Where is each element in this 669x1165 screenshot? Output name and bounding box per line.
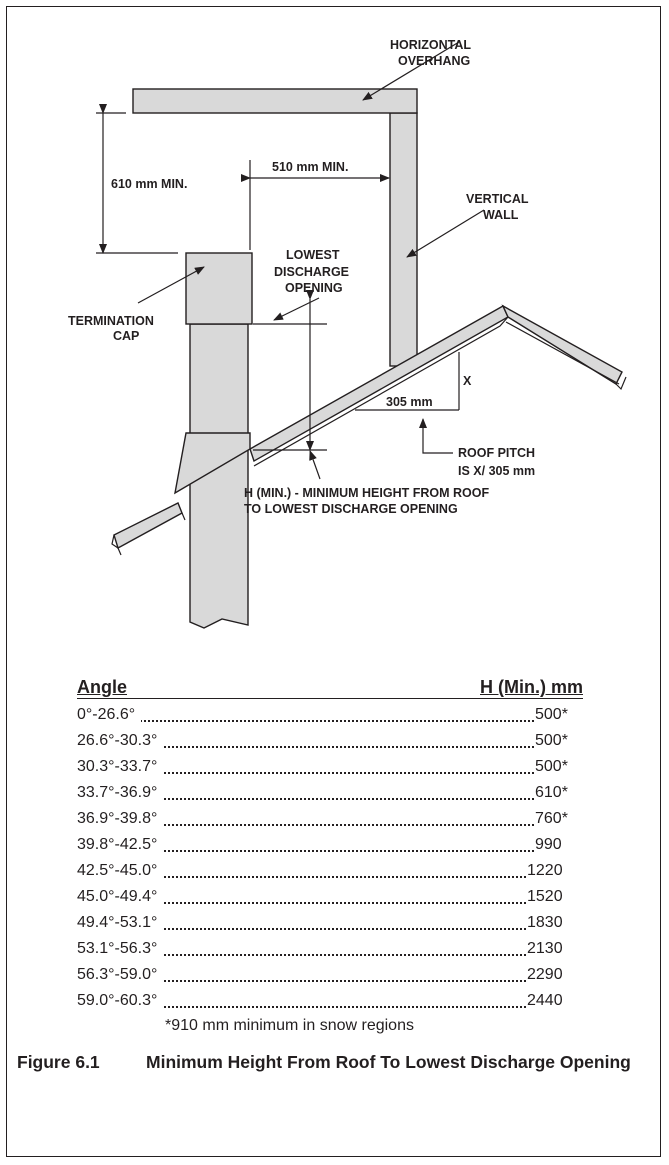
angle-range: 30.3°-33.7° bbox=[77, 754, 164, 780]
table-header: Angle H (Min.) mm bbox=[77, 672, 583, 699]
label-horizontal-overhang-2: OVERHANG bbox=[398, 54, 470, 68]
height-value: 500* bbox=[535, 754, 568, 780]
termination-cap bbox=[185, 252, 253, 325]
leader-dots bbox=[77, 772, 545, 774]
leader-dots bbox=[77, 1006, 545, 1008]
angle-range: 26.6°-30.3° bbox=[77, 728, 164, 754]
column-header-h-min: H (Min.) mm bbox=[480, 677, 583, 697]
table-row: 30.3°-33.7° 500* bbox=[77, 754, 583, 780]
height-value: 2130 bbox=[527, 936, 563, 962]
label-610: 610 mm MIN. bbox=[111, 177, 187, 191]
table-row: 42.5°-45.0° 1220 bbox=[77, 858, 583, 884]
height-value: 1520 bbox=[527, 884, 563, 910]
leader-dots bbox=[77, 902, 545, 904]
vertical-wall bbox=[389, 112, 418, 367]
table-row: 59.0°-60.3° 2440 bbox=[77, 988, 583, 1014]
height-value: 500* bbox=[535, 728, 568, 754]
label-305: 305 mm bbox=[386, 395, 433, 409]
label-lowest-1: LOWEST bbox=[286, 248, 340, 262]
height-value: 760* bbox=[535, 806, 568, 832]
table-row: 45.0°-49.4° 1520 bbox=[77, 884, 583, 910]
table-row: 56.3°-59.0° 2290 bbox=[77, 962, 583, 988]
label-h-min-2: TO LOWEST DISCHARGE OPENING bbox=[244, 502, 458, 516]
snow-footnote: *910 mm minimum in snow regions bbox=[165, 1017, 414, 1034]
vent-termination-diagram: HORIZONTAL OVERHANG 610 mm MIN. 510 mm M… bbox=[68, 38, 627, 629]
height-value: 1830 bbox=[527, 910, 563, 936]
angle-range: 49.4°-53.1° bbox=[77, 910, 164, 936]
angle-range: 56.3°-59.0° bbox=[77, 962, 164, 988]
label-termination-cap-1: TERMINATION bbox=[68, 314, 154, 328]
leader-dots bbox=[77, 746, 545, 748]
leader-dots bbox=[77, 850, 545, 852]
table-row: 49.4°-53.1° 1830 bbox=[77, 910, 583, 936]
label-termination-cap-2: CAP bbox=[113, 329, 139, 343]
label-lowest-2: DISCHARGE bbox=[274, 265, 349, 279]
angle-range: 33.7°-36.9° bbox=[77, 780, 164, 806]
horizontal-overhang bbox=[132, 88, 418, 114]
angle-range: 42.5°-45.0° bbox=[77, 858, 164, 884]
leader-dots bbox=[77, 720, 545, 722]
column-header-angle: Angle bbox=[77, 677, 128, 697]
height-value: 990 bbox=[535, 832, 562, 858]
table-rows: 0°-26.6° 500* 26.6°-30.3° 500* 30.3°-33.7° 50… bbox=[77, 699, 583, 1014]
angle-range: 59.0°-60.3° bbox=[77, 988, 164, 1014]
angle-range: 39.8°-42.5° bbox=[77, 832, 164, 858]
table-row: 33.7°-36.9° 610* bbox=[77, 780, 583, 806]
table-row: 36.9°-39.8° 760* bbox=[77, 806, 583, 832]
table-row: 39.8°-42.5° 990 bbox=[77, 832, 583, 858]
height-value: 500* bbox=[535, 702, 568, 728]
height-value: 2440 bbox=[527, 988, 563, 1014]
label-h-min-1: H (MIN.) - MINIMUM HEIGHT FROM ROOF bbox=[244, 486, 489, 500]
angle-range: 45.0°-49.4° bbox=[77, 884, 164, 910]
height-value: 1220 bbox=[527, 858, 563, 884]
height-value: 610* bbox=[535, 780, 568, 806]
leader-dots bbox=[77, 798, 545, 800]
height-table: Angle H (Min.) mm 0°-26.6°500*26.6°-30.3… bbox=[77, 672, 583, 1014]
storm-collar bbox=[174, 432, 251, 495]
leader-dots bbox=[77, 824, 545, 826]
roof-right-slope bbox=[501, 304, 623, 385]
figure-frame bbox=[6, 6, 661, 1157]
leader-dots bbox=[77, 928, 545, 930]
figure-number: Figure 6.1 bbox=[17, 1052, 100, 1072]
label-vertical-wall-1: VERTICAL bbox=[466, 192, 529, 206]
roof-left-edge bbox=[113, 502, 183, 550]
label-roof-pitch-1: ROOF PITCH bbox=[458, 446, 535, 460]
table-row: 26.6°-30.3° 500* bbox=[77, 728, 583, 754]
label-roof-pitch-2: IS X/ 305 mm bbox=[458, 464, 535, 478]
leader-dots bbox=[77, 954, 545, 956]
leader-dots bbox=[77, 980, 545, 982]
leader-dots bbox=[77, 876, 545, 878]
angle-range: 36.9°-39.8° bbox=[77, 806, 164, 832]
angle-range: 53.1°-56.3° bbox=[77, 936, 164, 962]
label-x: X bbox=[463, 374, 472, 388]
label-vertical-wall-2: WALL bbox=[483, 208, 519, 222]
label-horizontal-overhang-1: HORIZONTAL bbox=[390, 38, 471, 52]
table-row: 53.1°-56.3° 2130 bbox=[77, 936, 583, 962]
figure-title: Minimum Height From Roof To Lowest Disch… bbox=[146, 1052, 631, 1072]
height-value: 2290 bbox=[527, 962, 563, 988]
angle-range: 0°-26.6° bbox=[77, 702, 142, 728]
table-row: 0°-26.6° 500* bbox=[77, 702, 583, 728]
label-510: 510 mm MIN. bbox=[272, 160, 348, 174]
label-lowest-3: OPENING bbox=[285, 281, 343, 295]
